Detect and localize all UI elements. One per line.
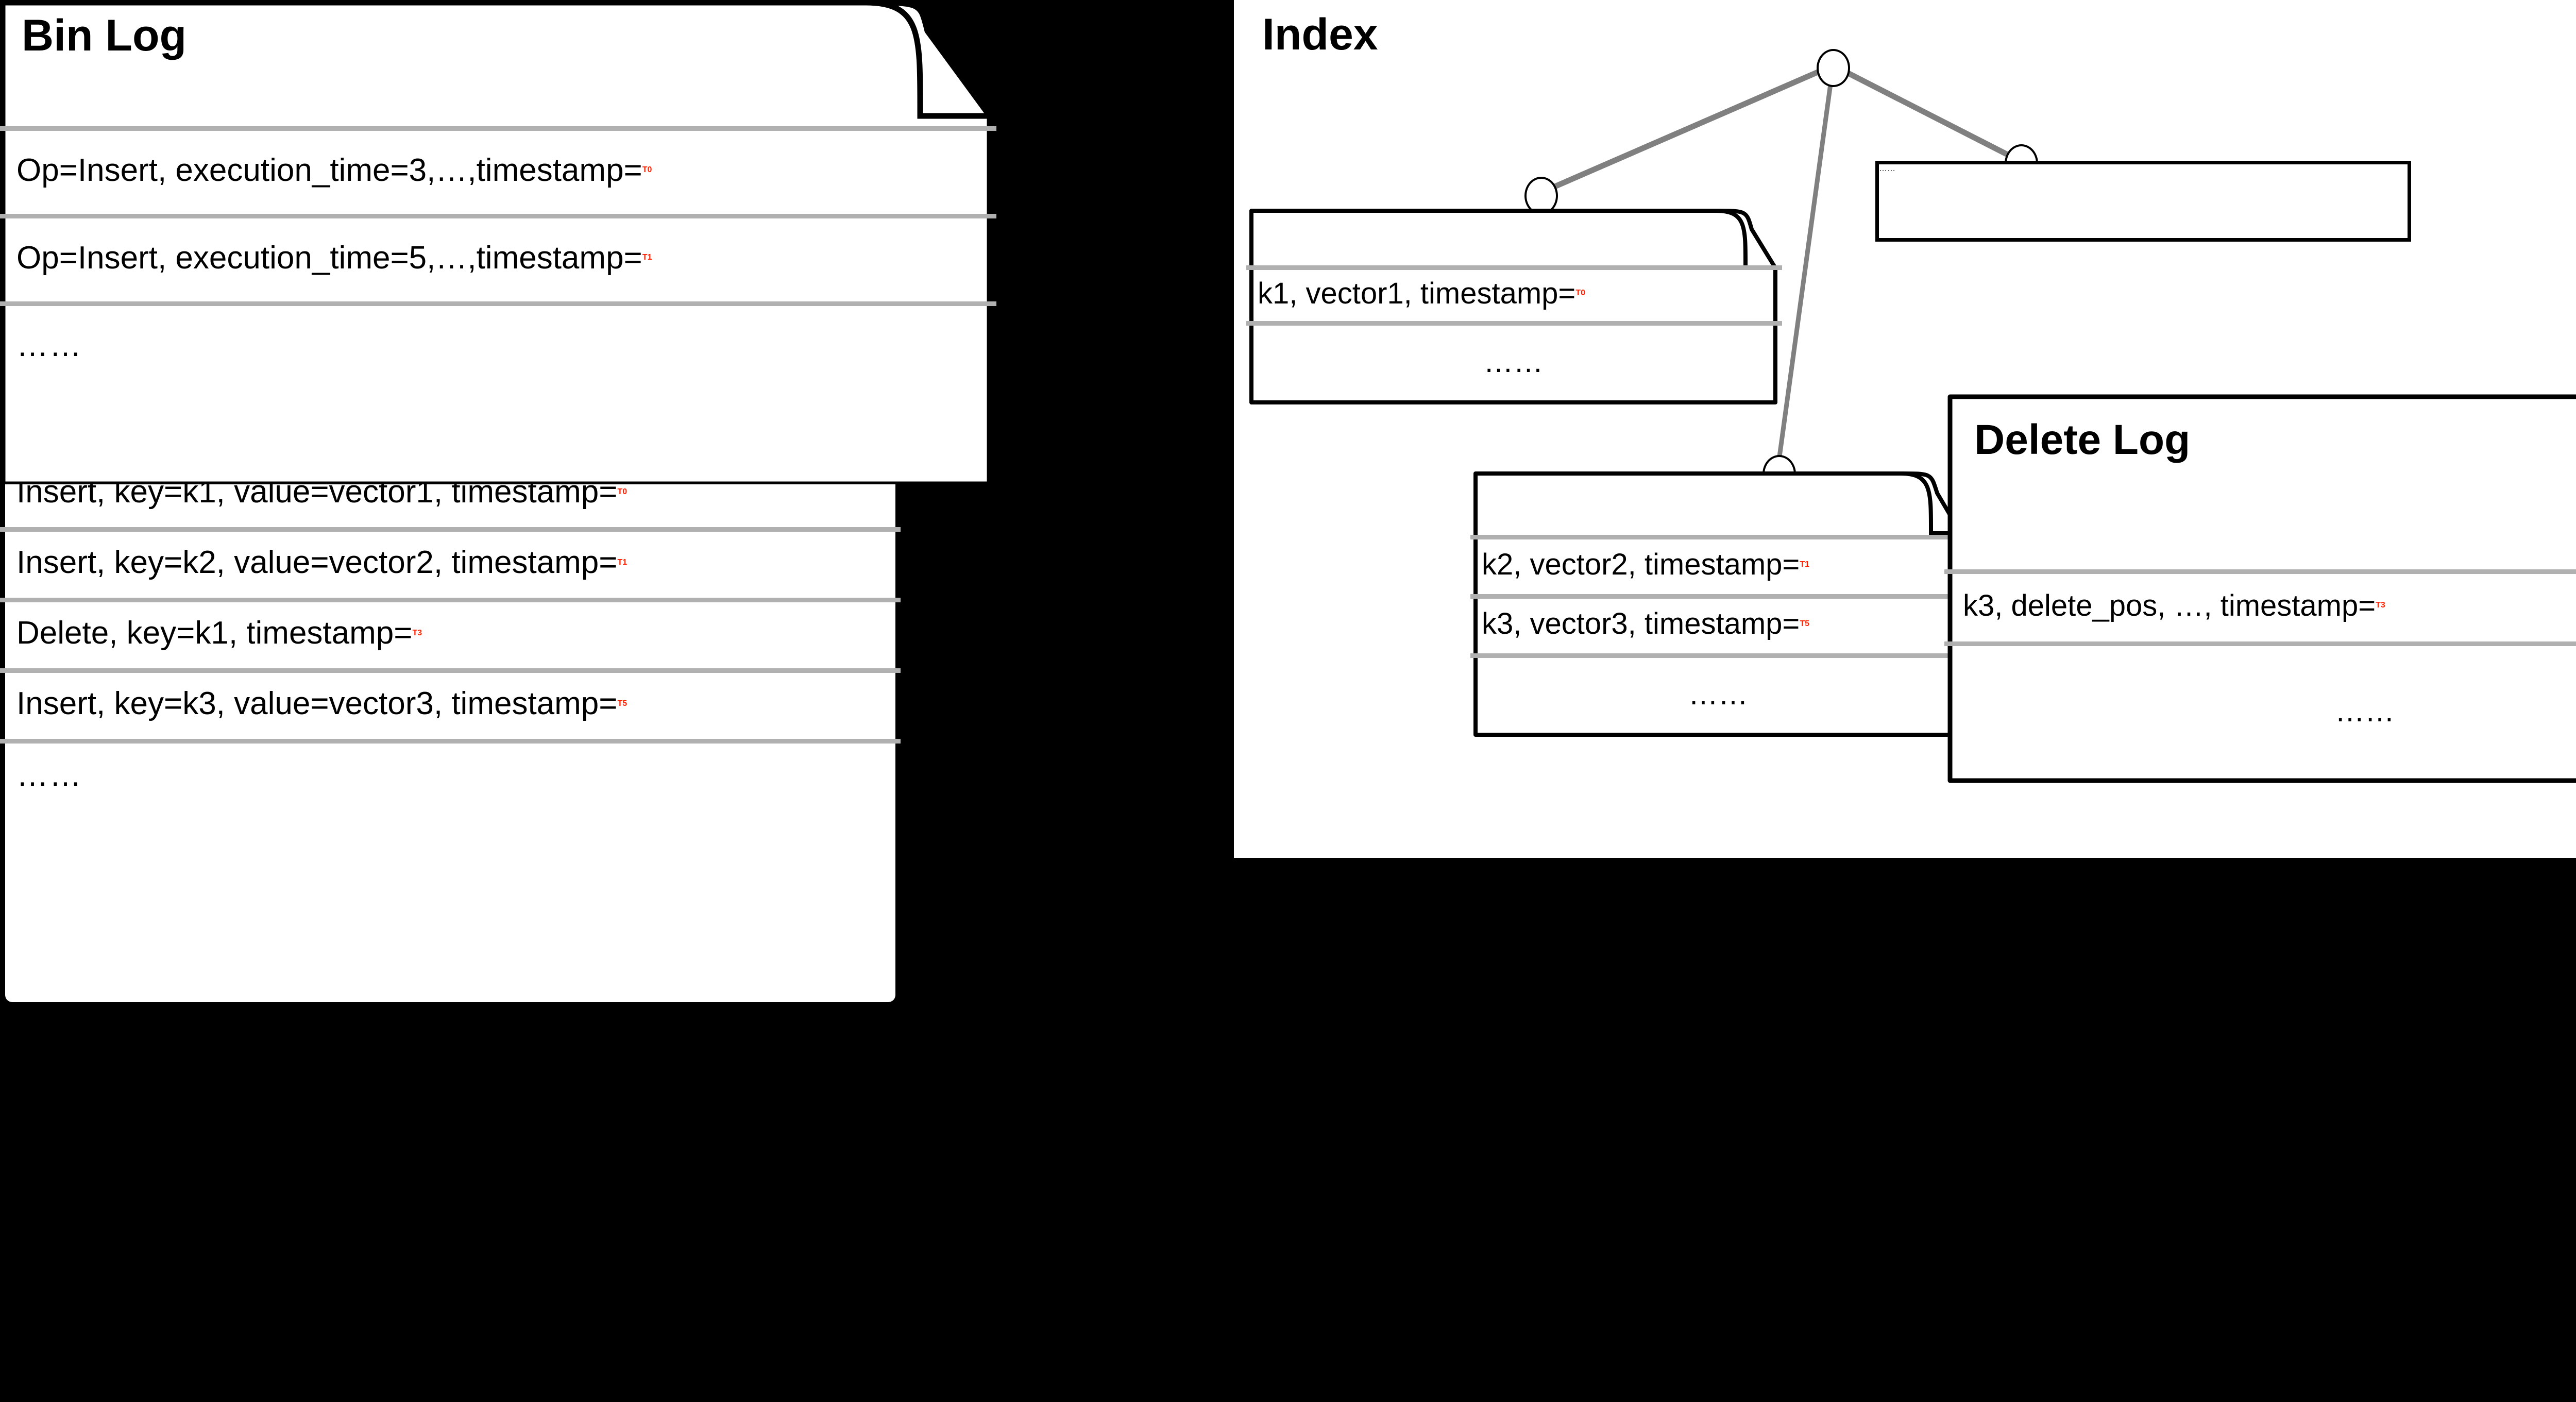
wal-row-timestamp: T5 xyxy=(617,699,628,708)
binlog-divider-1 xyxy=(0,126,996,131)
leaf-row-timestamp: T0 xyxy=(1575,289,1585,297)
wal-row-ellipsis: …… xyxy=(16,757,82,793)
leaf-row-text: k1, vector1, timestamp= xyxy=(1258,276,1576,310)
leaf-divider xyxy=(1470,594,1968,599)
leaf-row-timestamp: T5 xyxy=(1800,619,1809,628)
index-leaf-right: …… xyxy=(1875,161,2411,242)
binlog-row-timestamp: T1 xyxy=(642,253,652,262)
leaf-row: …… xyxy=(1473,653,1963,735)
wal-divider-4 xyxy=(0,668,901,673)
wal-row: …… xyxy=(5,739,895,811)
doc-shape xyxy=(0,0,993,484)
tree-node-root xyxy=(1817,49,1850,87)
leaf-row: k1, vector1, timestamp=T0 xyxy=(1249,265,1777,321)
delete-log-row-timestamp: T3 xyxy=(2376,601,2385,610)
wal-row: Insert, key=k2, value=vector2, timestamp… xyxy=(5,527,895,598)
leaf-row: …… xyxy=(1249,321,1777,402)
index-leaf-k2k3: k2, vector2, timestamp=T1 k3, vector3, t… xyxy=(1470,471,1968,737)
wal-row: Insert, key=k3, value=vector3, timestamp… xyxy=(5,668,895,739)
wal-row-text: Delete, key=k1, timestamp= xyxy=(16,615,413,651)
doc-shape xyxy=(1249,209,1777,404)
doc-shape xyxy=(1947,394,2576,783)
wal-row-timestamp: T3 xyxy=(412,628,422,637)
binlog-row: …… xyxy=(0,301,2576,389)
leaf-row-text: k3, vector3, timestamp= xyxy=(1482,607,1800,640)
leaf-row-text: k2, vector2, timestamp= xyxy=(1482,548,1800,581)
delete-log-row: …… xyxy=(1947,641,2576,781)
wal-divider-5 xyxy=(0,739,901,744)
leaf-row-ellipsis: …… xyxy=(1688,677,1748,711)
leaf-row: …… xyxy=(1879,164,2408,245)
delete-log-row-ellipsis: …… xyxy=(2335,694,2395,728)
delete-log-panel: Delete Log k3, delete_pos, …, timestamp=… xyxy=(1944,394,2576,783)
wal-row-timestamp: T1 xyxy=(617,558,628,567)
binlog-row-ellipsis: …… xyxy=(16,327,82,363)
delete-log-divider xyxy=(1944,569,2576,574)
leaf-row-ellipsis: …… xyxy=(1879,164,1895,173)
leaf-row: k2, vector2, timestamp=T1 xyxy=(1473,535,1963,594)
binlog-divider-3 xyxy=(0,301,996,306)
delete-log-title: Delete Log xyxy=(1974,416,2191,463)
tree-node-left xyxy=(1524,177,1558,215)
wal-row-text: Insert, key=k3, value=vector3, timestamp… xyxy=(16,686,618,721)
binlog-row: Op=Insert, execution_time=3,…,timestamp=… xyxy=(0,126,2576,214)
binlog-row: Op=Insert, execution_time=5,…,timestamp=… xyxy=(0,214,2576,301)
leaf-divider xyxy=(1470,653,1968,658)
binlog-row-text: Op=Insert, execution_time=5,…,timestamp= xyxy=(16,240,642,276)
delete-log-row-text: k3, delete_pos, …, timestamp= xyxy=(1963,588,2376,622)
leaf-divider xyxy=(1246,265,1782,270)
wal-divider-2 xyxy=(0,527,901,532)
binlog-row-text: Op=Insert, execution_time=3,…,timestamp= xyxy=(16,152,642,188)
index-title: Index xyxy=(1262,10,1378,59)
leaf-row: k3, vector3, timestamp=T5 xyxy=(1473,594,1963,653)
wal-row: Delete, key=k1, timestamp=T3 xyxy=(5,598,895,668)
wal-row-timestamp: T0 xyxy=(617,487,628,496)
index-panel: Index k1, vector1, timestamp=T0 …… …… xyxy=(1234,0,2576,858)
leaf-row-timestamp: T1 xyxy=(1800,560,1809,569)
binlog-panel: Bin Log Op=Insert, execution_time=3,…,ti… xyxy=(0,0,996,484)
binlog-row-timestamp: T0 xyxy=(642,165,652,174)
wal-divider-3 xyxy=(0,598,901,602)
delete-log-divider xyxy=(1944,641,2576,646)
binlog-divider-2 xyxy=(0,214,996,218)
delete-log-row: k3, delete_pos, …, timestamp=T3 xyxy=(1947,569,2576,641)
wal-row-text: Insert, key=k2, value=vector2, timestamp… xyxy=(16,545,618,580)
binlog-title: Bin Log xyxy=(22,11,187,60)
index-leaf-k1: k1, vector1, timestamp=T0 …… xyxy=(1246,209,1782,404)
leaf-divider xyxy=(1470,535,1968,539)
leaf-row-ellipsis: …… xyxy=(1483,345,1544,379)
leaf-divider xyxy=(1246,321,1782,326)
